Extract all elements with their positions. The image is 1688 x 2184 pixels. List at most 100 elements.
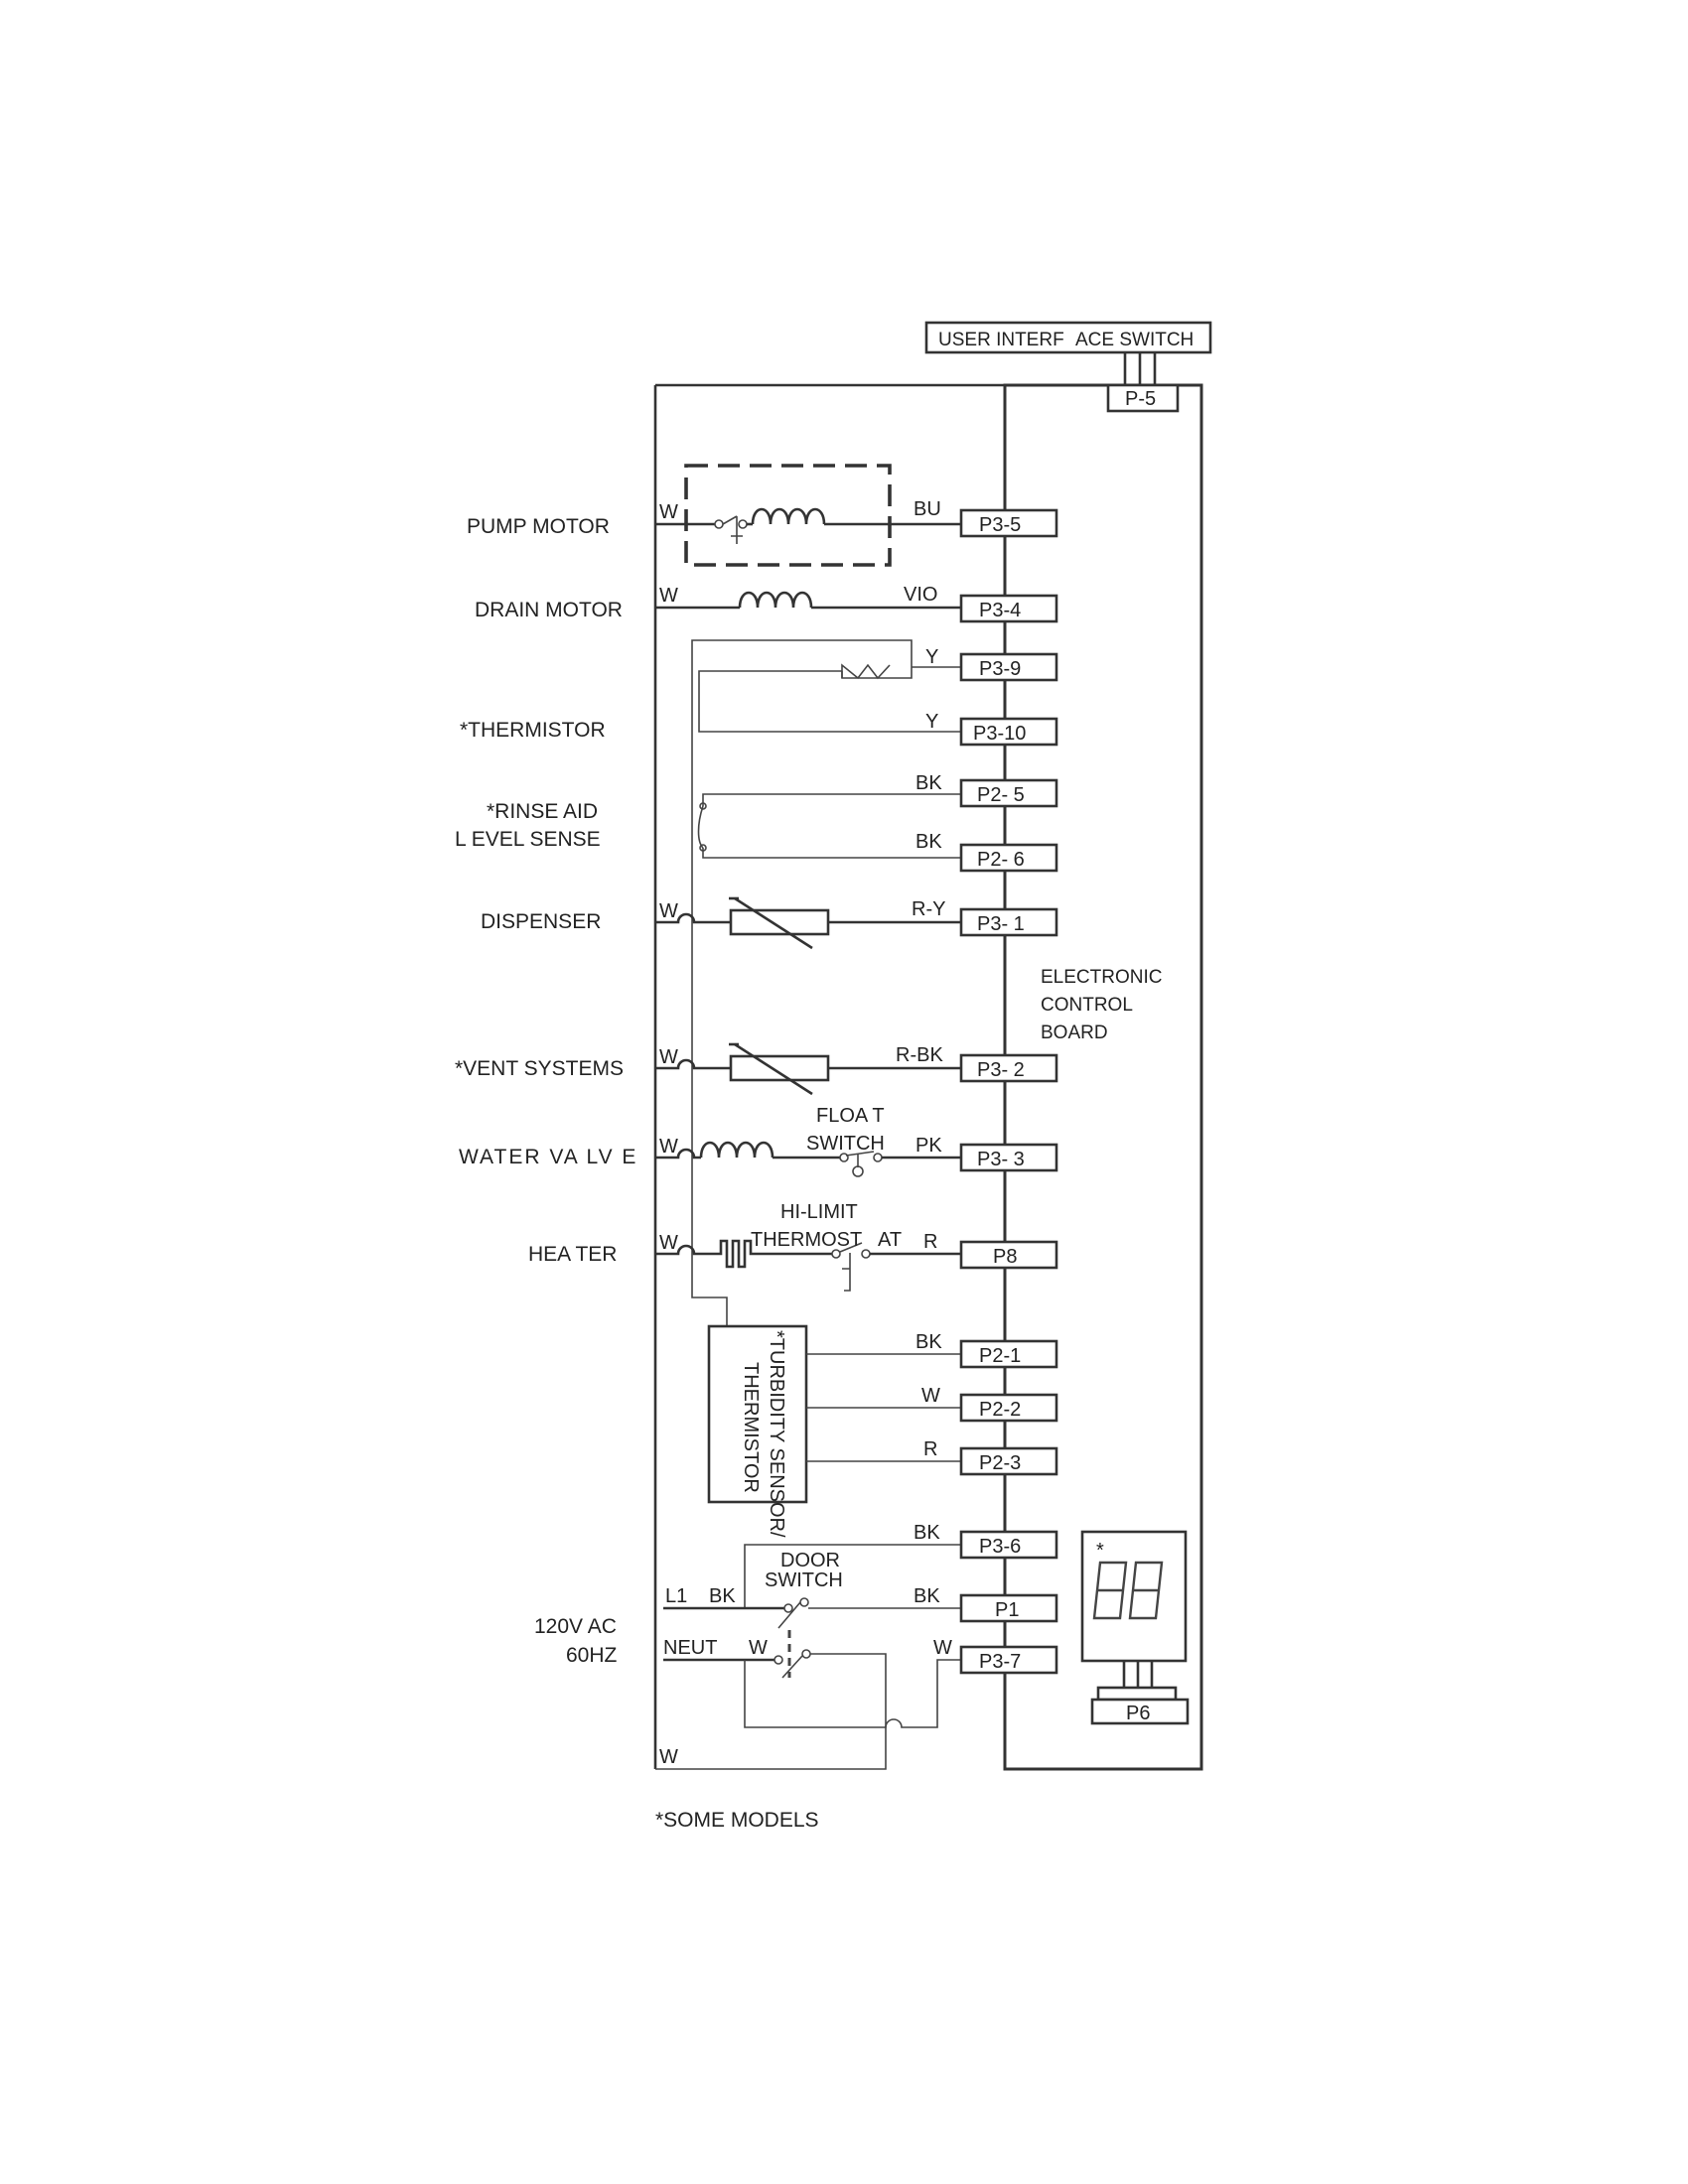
label-power-2: 60HZ xyxy=(566,1644,618,1667)
connector-p8 xyxy=(959,1240,1058,1270)
connector-p3-10-label: P3-10 xyxy=(973,723,1026,745)
connector-p3-1-label: P3- 1 xyxy=(977,913,1025,935)
board-label-3: BOARD xyxy=(1041,1023,1108,1043)
connector-p2-1 xyxy=(959,1339,1058,1369)
connector-p6-label: P6 xyxy=(1126,1703,1150,1724)
connector-p3-4 xyxy=(959,594,1058,623)
connector-p2-3 xyxy=(959,1446,1058,1476)
user-interface-label-b: ACE SWITCH xyxy=(1075,330,1194,350)
connector-p3-7 xyxy=(959,1645,1058,1675)
wire-therm-y2: Y xyxy=(925,711,938,733)
seven-segment-display xyxy=(1092,1561,1164,1620)
heater-wire-left xyxy=(655,1244,717,1256)
label-door-2: SWITCH xyxy=(765,1570,843,1591)
display-socket xyxy=(1096,1686,1178,1702)
dispenser-element xyxy=(729,908,830,936)
connector-p3-1 xyxy=(959,907,1058,937)
drain-motor-coil xyxy=(738,591,813,609)
float-switch-float xyxy=(852,1165,864,1177)
label-footnote: *SOME MODELS xyxy=(655,1809,819,1832)
wire-p37-w: W xyxy=(933,1637,952,1659)
valve-coil xyxy=(699,1141,774,1159)
wire-vent-rbk: R-BK xyxy=(896,1044,943,1066)
connector-p8-label: P8 xyxy=(993,1246,1017,1268)
connector-p3-5 xyxy=(959,508,1058,538)
label-hilimit-3: AT xyxy=(878,1229,902,1251)
turbidity-sensor xyxy=(707,1324,808,1504)
label-float-2: SWITCH xyxy=(806,1133,885,1155)
door-switch-node-4 xyxy=(801,1649,811,1659)
wire-door-bk2: BK xyxy=(914,1585,940,1607)
label-turbidity-2: THERMISTOR xyxy=(740,1362,762,1493)
thermistor-upper-loop xyxy=(691,639,913,1326)
connector-p1 xyxy=(959,1593,1058,1623)
door-switch-node-3 xyxy=(774,1655,783,1665)
door-switch-node-1 xyxy=(783,1603,793,1613)
label-hilimit-2: THERMOST xyxy=(751,1229,862,1251)
rinse-aid-wire-top xyxy=(702,793,961,806)
label-hilimit-1: HI-LIMIT xyxy=(780,1201,858,1223)
wire-pump-bu: BU xyxy=(914,498,941,520)
dispenser-wire-left xyxy=(655,912,731,924)
vent-element xyxy=(729,1054,830,1082)
float-switch-node-1 xyxy=(839,1153,849,1162)
float-switch-blade xyxy=(845,1151,875,1167)
connector-p1-label: P1 xyxy=(995,1599,1019,1621)
wire-drain-w: W xyxy=(659,585,678,607)
pump-protector xyxy=(722,515,743,544)
wire-turb-w: W xyxy=(921,1385,940,1407)
display-star: * xyxy=(1096,1540,1104,1562)
wire-bottom-w: W xyxy=(659,1746,678,1768)
hilimit-node-1 xyxy=(831,1249,841,1259)
wire-l1: L1 xyxy=(665,1585,687,1607)
label-power-1: 120V AC xyxy=(534,1615,617,1638)
thermistor-lower-loop xyxy=(698,670,961,733)
rinse-aid-reed xyxy=(697,805,704,849)
board-label-1: ELECTRONIC xyxy=(1041,967,1162,988)
board-label-2: CONTROL xyxy=(1041,995,1133,1016)
wire-turb-r: R xyxy=(923,1438,937,1460)
dispenser-diagonal xyxy=(734,896,813,950)
connector-p3-7-label: P3-7 xyxy=(979,1651,1021,1673)
pump-motor-coil xyxy=(751,507,826,525)
rinse-aid-wire-bottom xyxy=(702,848,961,859)
label-dispenser: DISPENSER xyxy=(481,910,601,933)
wire-neut: NEUT xyxy=(663,1637,717,1659)
label-level-sense: L EVEL SENSE xyxy=(455,828,601,851)
wire-heater-r: R xyxy=(923,1231,937,1253)
wire-pump-w: W xyxy=(659,501,678,523)
wire-vent-w: W xyxy=(659,1046,678,1068)
connector-p2-1-label: P2-1 xyxy=(979,1345,1021,1367)
connector-p2-6 xyxy=(959,843,1058,873)
door-switch-blade-2 xyxy=(781,1655,803,1679)
wire-disp-ry: R-Y xyxy=(912,898,945,920)
connector-p3-9 xyxy=(959,652,1058,682)
wire-rinse-bk1: BK xyxy=(915,772,942,794)
hilimit-blade xyxy=(839,1242,863,1292)
label-heater: HEA TER xyxy=(528,1243,617,1266)
connector-p3-2-label: P3- 2 xyxy=(977,1059,1025,1081)
wire-disp-w: W xyxy=(659,900,678,922)
label-float-1: FLOA T xyxy=(816,1105,885,1127)
vent-diagonal xyxy=(734,1042,813,1096)
connector-p3-5-label: P3-5 xyxy=(979,514,1021,536)
label-thermistor: *THERMISTOR xyxy=(460,719,606,742)
label-vent-systems: *VENT SYSTEMS xyxy=(455,1057,624,1080)
door-switch-blade-1 xyxy=(777,1601,801,1629)
connector-p2-5-label: P2- 5 xyxy=(977,784,1025,806)
connector-p2-3-label: P2-3 xyxy=(979,1452,1021,1474)
thermistor-resistor xyxy=(841,663,913,680)
door-switch-node-2 xyxy=(799,1597,809,1607)
connector-p2-2-label: P2-2 xyxy=(979,1399,1021,1421)
bottom-w-wire xyxy=(655,1727,887,1770)
wire-heater-w: W xyxy=(659,1232,678,1254)
p37-wire xyxy=(885,1659,961,1728)
rinse-aid-node-1 xyxy=(699,802,707,810)
connector-p3-6 xyxy=(959,1530,1058,1560)
connector-p2-6-label: P2- 6 xyxy=(977,849,1025,871)
connector-p6 xyxy=(1090,1698,1190,1725)
connector-p3-3 xyxy=(959,1143,1058,1172)
connector-p5 xyxy=(1106,383,1180,413)
wire-l1-bk: BK xyxy=(709,1585,736,1607)
